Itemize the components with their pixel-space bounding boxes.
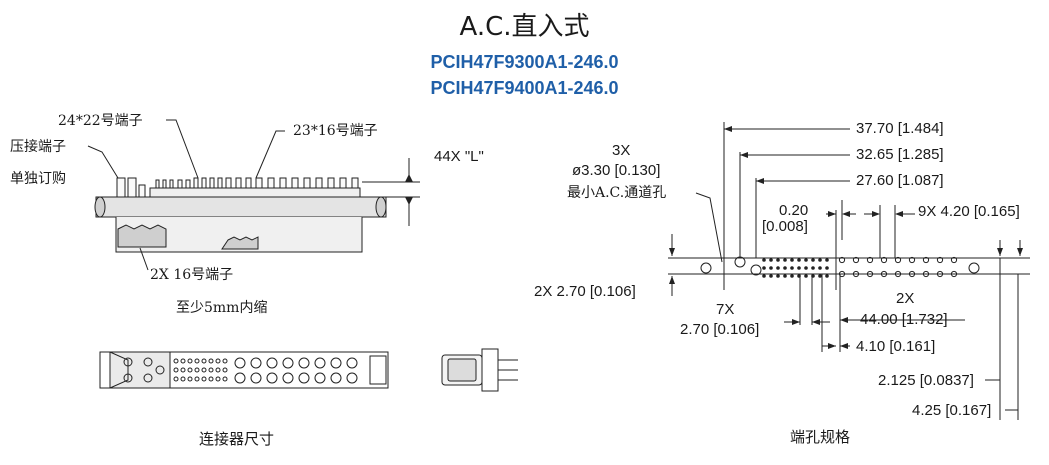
lead-length-label: 44X "L" (434, 148, 484, 165)
hole-count-label: 3X (612, 142, 631, 159)
part-number-1: PCIH47F9300A1-246.0 (430, 52, 619, 72)
dim-0-20: 0.20 (779, 202, 809, 219)
hole-description-label: 最小A.C.通道孔 (567, 185, 667, 201)
recess-label: 至少5mm内缩 (176, 300, 268, 316)
dim-4-25: 4.25 [0.167] (912, 402, 992, 419)
part-number-2: PCIH47F9400A1-246.0 (430, 78, 619, 98)
connector-pins (155, 177, 359, 189)
dim-2-125: 2.125 [0.0837] (878, 372, 974, 389)
power-terminal-label: 23*16号端子 (293, 123, 378, 139)
hole-spec-caption: 端孔规格 (790, 428, 851, 446)
connector-end-view (441, 348, 518, 392)
hole-diameter-label: ø3.30 [0.130] (572, 162, 661, 179)
dim-7x: 7X (716, 301, 735, 318)
signal-terminal-label: 24*22号端子 (58, 113, 143, 129)
dim-9x-4-20: 9X 4.20 [0.165] (918, 203, 1020, 220)
power-holes (838, 256, 958, 278)
dim-32-65: 32.65 [1.285] (856, 146, 944, 163)
connector-top-holes (173, 357, 358, 384)
dim-0-008: [0.008] (762, 218, 808, 235)
dim-37-70: 37.70 [1.484] (856, 120, 944, 137)
side-terminal-label: 2X 16号端子 (150, 267, 234, 283)
dim-7x-2-70: 2.70 [0.106] (680, 321, 760, 338)
crimp-terminal-label: 压接端子 (10, 139, 66, 155)
order-separately-label: 单独订购 (10, 171, 66, 187)
page-title: A.C.直入式 (459, 12, 590, 42)
dimension-arrows (669, 126, 1023, 349)
dim-2x: 2X (896, 290, 915, 307)
signal-holes (762, 258, 829, 278)
connector-dimension-caption: 连接器尺寸 (199, 430, 275, 448)
hole-pattern (668, 122, 1030, 420)
connector-top-view (99, 351, 389, 389)
connector-side-view (87, 119, 420, 271)
dim-27-60: 27.60 [1.087] (856, 172, 944, 189)
dim-4-10: 4.10 [0.161] (856, 338, 936, 355)
dim-44-00: 44.00 [1.732] (860, 311, 948, 328)
dim-2x-2-70: 2X 2.70 [0.106] (534, 283, 636, 300)
